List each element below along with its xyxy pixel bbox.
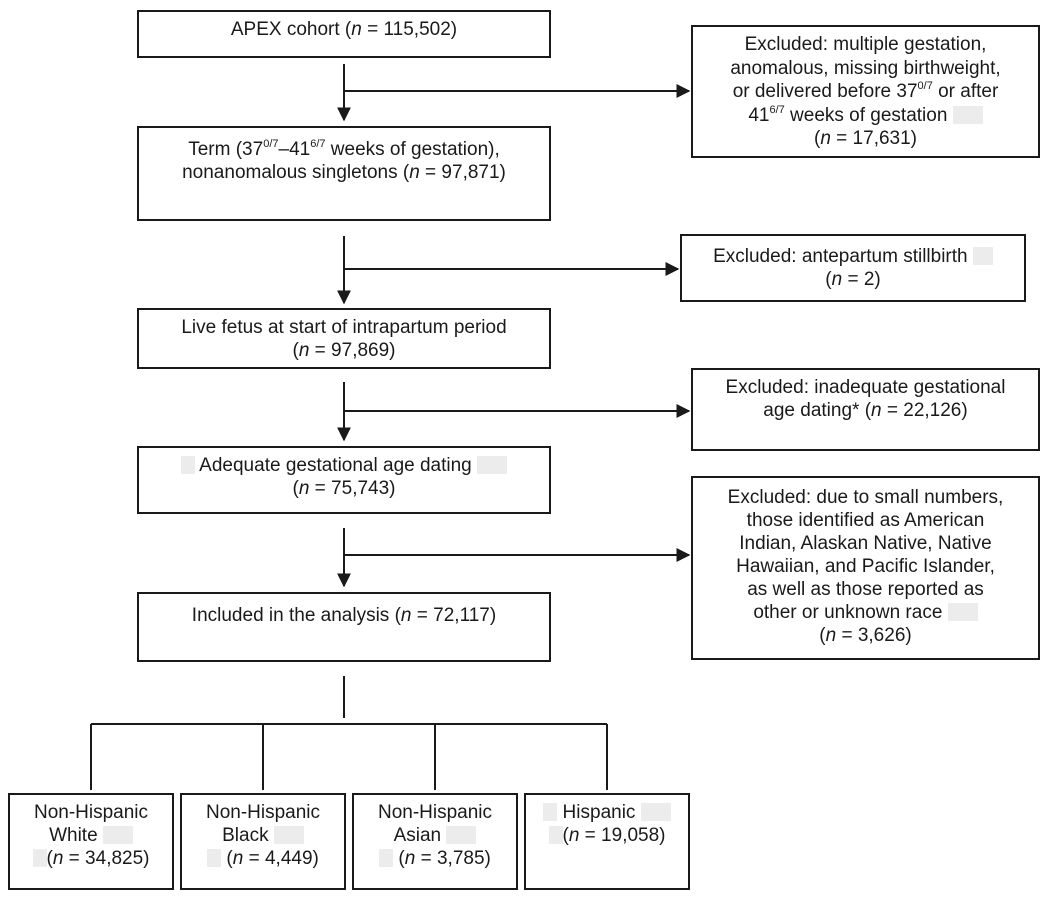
italic-n: n	[351, 19, 362, 40]
box-text-line: those identified as American	[746, 510, 985, 531]
redaction-mark	[102, 826, 133, 844]
box-text-line: White	[18, 824, 164, 847]
box-text-line: Asian	[362, 824, 508, 847]
italic-n: n	[820, 128, 831, 149]
box-text-line: Excluded: antepartum stillbirth	[690, 245, 1016, 268]
box-adequate-dating: Adequate gestational age dating (n = 75,…	[137, 446, 551, 514]
box-term-nonanomalous: Term (370/7–416/7 weeks of gestation),no…	[137, 126, 551, 221]
box-text-line: Non-Hispanic	[205, 802, 321, 823]
italic-n: n	[831, 269, 843, 290]
superscript: 6/7	[310, 138, 326, 150]
box-text-line: (n = 17,631)	[814, 128, 917, 149]
redaction-mark	[207, 849, 222, 867]
box-text-line: Non-Hispanic	[33, 802, 149, 823]
italic-n: n	[400, 605, 412, 626]
box-text-line: (n = 75,743)	[292, 478, 396, 499]
box-text-line: or delivered before 370/7 or after	[732, 80, 999, 103]
redaction-mark	[548, 826, 563, 844]
box-text-line: Non-Hispanic	[377, 802, 493, 823]
italic-n: n	[52, 848, 64, 869]
box-excluded-multiple-gestation: Excluded: multiple gestation,anomalous, …	[691, 25, 1040, 158]
redaction-mark	[180, 456, 195, 474]
box-text-line: anomalous, missing birthweight,	[730, 57, 1001, 79]
box-text-line: nonanomalous singletons (n = 97,871)	[182, 162, 506, 183]
redaction-mark	[947, 603, 978, 621]
superscript: 0/7	[263, 138, 279, 150]
box-text-line: Excluded: due to small numbers,	[727, 487, 1004, 508]
redaction-mark	[32, 849, 47, 867]
box-live-fetus: Live fetus at start of intrapartum perio…	[137, 308, 551, 369]
box-text-line: Term (370/7–416/7 weeks of gestation),	[188, 138, 500, 161]
redaction-mark	[972, 247, 993, 265]
box-text-line: (n = 4,449)	[190, 847, 336, 870]
box-text-line: (n = 3,626)	[819, 625, 912, 646]
box-text-line: APEX cohort (n = 115,502)	[230, 19, 458, 40]
italic-n: n	[825, 625, 837, 646]
superscript: 6/7	[769, 103, 785, 116]
box-apex-cohort: APEX cohort (n = 115,502)	[137, 10, 551, 58]
italic-n: n	[409, 162, 420, 183]
box-text-line: (n = 19,058)	[534, 824, 680, 847]
box-text-line: Excluded: inadequate gestational	[725, 377, 1006, 398]
box-text-line: Included in the analysis (n = 72,117)	[191, 605, 497, 626]
box-group-hispanic: Hispanic (n = 19,058)	[524, 793, 690, 890]
box-excluded-small-numbers: Excluded: due to small numbers,those ide…	[691, 476, 1040, 660]
italic-n: n	[871, 400, 882, 421]
box-text-line: Live fetus at start of intrapartum perio…	[181, 317, 507, 338]
box-text-line: age dating* (n = 22,126)	[763, 400, 968, 421]
box-text-line: (n = 2)	[825, 269, 881, 290]
box-included: Included in the analysis (n = 72,117)	[137, 592, 551, 662]
redaction-mark	[379, 849, 394, 867]
italic-n: n	[568, 825, 580, 846]
box-text-line: as well as those reported as	[747, 579, 984, 600]
redaction-mark	[640, 803, 671, 821]
box-text-line: (n = 34,825)	[18, 847, 164, 870]
redaction-mark	[543, 803, 558, 821]
italic-n: n	[232, 848, 244, 869]
box-excluded-stillbirth: Excluded: antepartum stillbirth (n = 2)	[680, 234, 1026, 302]
redaction-mark	[952, 105, 983, 124]
superscript: 0/7	[917, 80, 933, 92]
box-text-line: 416/7 weeks of gestation	[701, 104, 1030, 128]
box-text-line: (n = 3,785)	[362, 847, 508, 870]
box-text-line: Adequate gestational age dating	[147, 454, 541, 477]
box-text-line: Indian, Alaskan Native, Native	[739, 533, 992, 554]
redaction-mark	[477, 456, 508, 474]
italic-n: n	[404, 848, 416, 869]
redaction-mark	[273, 826, 304, 844]
redaction-mark	[446, 826, 477, 844]
box-text-line: other or unknown race	[701, 601, 1030, 624]
box-text-line: Hawaiian, and Pacific Islander,	[736, 556, 995, 577]
box-text-line: Black	[190, 824, 336, 847]
italic-n: n	[298, 340, 310, 361]
box-text-line: (n = 97,869)	[292, 340, 396, 361]
box-text-line: Hispanic	[534, 801, 680, 824]
italic-n: n	[298, 478, 310, 499]
box-text-line: Excluded: multiple gestation,	[744, 34, 987, 55]
